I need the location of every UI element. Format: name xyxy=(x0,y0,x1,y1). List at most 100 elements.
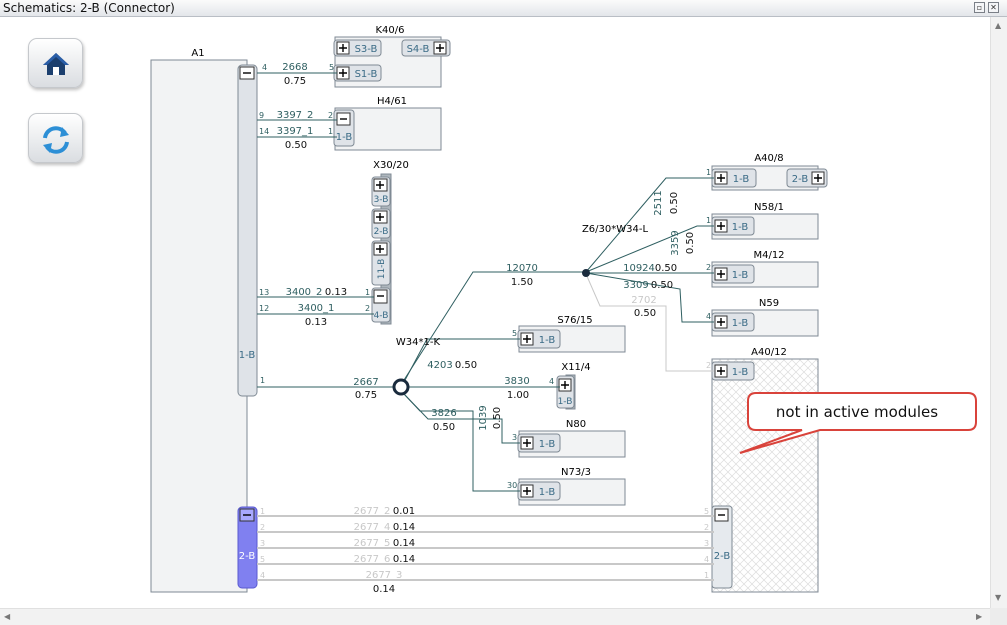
svg-text:5: 5 xyxy=(512,329,517,338)
svg-text:0.50: 0.50 xyxy=(655,263,677,274)
horizontal-scrollbar[interactable]: ◀ ▶ xyxy=(0,608,990,625)
connector-1b[interactable]: 1-B xyxy=(711,361,755,381)
svg-text:1-B: 1-B xyxy=(539,335,556,346)
svg-text:5: 5 xyxy=(329,63,334,72)
connector-1b[interactable]: 1-B xyxy=(556,375,575,409)
home-icon xyxy=(43,53,69,75)
wire-4203[interactable] xyxy=(403,338,520,383)
svg-text:S3-B: S3-B xyxy=(355,44,378,55)
vertical-scrollbar[interactable]: ▲ ▼ xyxy=(990,17,1007,608)
restore-button[interactable]: ▫ xyxy=(974,2,985,13)
wire-2702[interactable] xyxy=(585,273,714,372)
svg-text:3830: 3830 xyxy=(504,376,529,387)
component-s76-15[interactable]: S76/15 1-B xyxy=(517,315,626,353)
svg-text:0.01: 0.01 xyxy=(393,506,415,517)
callout-text: not in active modules xyxy=(776,403,938,421)
component-n58-1[interactable]: N58/1 1-B xyxy=(711,202,819,240)
svg-text:4: 4 xyxy=(706,312,711,321)
junction-z6-dot[interactable] xyxy=(582,269,590,277)
svg-text:0.50: 0.50 xyxy=(634,308,656,319)
junction-w34-label: W34*1-K xyxy=(396,337,441,348)
connector-1b[interactable]: 1-B xyxy=(711,312,755,332)
connector-1b[interactable]: 1-B xyxy=(711,264,755,284)
component-a40-12[interactable]: A40/12 1-B 2-B xyxy=(711,347,819,593)
component-h4-61[interactable]: H4/61 1-B xyxy=(333,96,442,151)
svg-text:4: 4 xyxy=(262,63,267,72)
wire-3826[interactable] xyxy=(403,393,520,492)
connector-1b[interactable]: 1-B xyxy=(711,168,757,188)
svg-text:1-B: 1-B xyxy=(732,270,749,281)
svg-text:0.13: 0.13 xyxy=(325,287,347,298)
component-n80[interactable]: N80 1-B xyxy=(517,419,626,458)
svg-text:9: 9 xyxy=(259,111,264,120)
connector-2b[interactable]: 2-B xyxy=(371,208,391,239)
component-x11-4[interactable]: X11/4 1-B xyxy=(556,362,591,410)
svg-text:3397_1: 3397_1 xyxy=(277,126,314,137)
connector-11b[interactable]: 11-B xyxy=(371,240,391,286)
active-wires xyxy=(257,72,714,492)
scroll-up-icon[interactable]: ▲ xyxy=(995,21,1002,30)
component-n73-3[interactable]: N73/3 1-B xyxy=(517,467,626,506)
connector-a1-2b[interactable]: 2-B xyxy=(237,506,258,589)
svg-text:2667: 2667 xyxy=(353,377,378,388)
svg-text:3400_2: 3400_2 xyxy=(286,287,323,298)
svg-text:30: 30 xyxy=(507,481,517,490)
component-k40-6[interactable]: K40/6 S3-B S4-B S1-B xyxy=(333,25,451,88)
connector-s3-b[interactable]: S3-B xyxy=(333,39,382,57)
svg-text:0.14: 0.14 xyxy=(373,584,395,595)
wire-3359[interactable] xyxy=(585,225,714,273)
junction-w34-ring[interactable] xyxy=(392,378,410,396)
svg-text:1-B: 1-B xyxy=(732,222,749,233)
connector-4b[interactable]: 4-B xyxy=(371,287,391,323)
component-label: X30/20 xyxy=(373,160,409,171)
junction-z6-label: Z6/30*W34-L xyxy=(582,224,649,235)
schematic-canvas: A1 1-B 2-B K40/6 S3-B S4-B xyxy=(150,25,977,595)
connector-s1-b[interactable]: S1-B xyxy=(333,64,382,82)
component-label: X11/4 xyxy=(561,362,590,373)
svg-text:5: 5 xyxy=(704,507,709,516)
svg-text:1: 1 xyxy=(704,571,709,580)
component-label: N58/1 xyxy=(754,202,784,213)
svg-text:0.75: 0.75 xyxy=(355,390,377,401)
scroll-right-icon[interactable]: ▶ xyxy=(976,612,983,621)
scroll-down-icon[interactable]: ▼ xyxy=(995,593,1002,602)
connector-1b[interactable]: 1-B xyxy=(517,481,561,501)
svg-text:1-B: 1-B xyxy=(732,318,749,329)
svg-text:0.50: 0.50 xyxy=(492,407,503,429)
svg-text:1-B: 1-B xyxy=(336,132,353,143)
component-a1[interactable]: A1 xyxy=(150,48,248,593)
home-button[interactable] xyxy=(28,38,83,88)
connector-1b[interactable]: 1-B xyxy=(517,433,561,453)
connector-h4-61-1b[interactable]: 1-B xyxy=(333,109,355,147)
component-m4-12[interactable]: M4/12 1-B xyxy=(711,250,819,288)
wire-2511[interactable] xyxy=(585,177,714,273)
component-a40-8[interactable]: A40/8 1-B 2-B xyxy=(711,153,828,191)
svg-text:2-B: 2-B xyxy=(792,174,809,185)
svg-text:S1-B: S1-B xyxy=(355,69,378,80)
connector-s4-b[interactable]: S4-B xyxy=(401,39,451,57)
svg-text:2511: 2511 xyxy=(653,190,664,215)
wire-12070[interactable] xyxy=(403,271,586,381)
connector-a1-1b[interactable]: 1-B xyxy=(237,64,258,397)
component-label: M4/12 xyxy=(753,250,784,261)
svg-text:2677_4: 2677_4 xyxy=(354,522,391,533)
component-label: N59 xyxy=(759,298,779,309)
connector-1b[interactable]: 1-B xyxy=(711,216,755,236)
close-button[interactable]: ✕ xyxy=(988,2,999,13)
svg-text:1-B: 1-B xyxy=(539,439,556,450)
scroll-left-icon[interactable]: ◀ xyxy=(4,612,11,621)
connector-2b[interactable]: 2-B xyxy=(711,505,733,589)
connector-2b[interactable]: 2-B xyxy=(786,168,828,188)
component-label: K40/6 xyxy=(375,25,404,36)
component-x30-20[interactable]: X30/20 3-B 2-B 11-B 4-B xyxy=(371,160,409,325)
svg-text:3359: 3359 xyxy=(670,230,681,255)
connector-3b[interactable]: 3-B xyxy=(371,176,391,207)
refresh-button[interactable] xyxy=(28,113,83,163)
connector-1b[interactable]: 1-B xyxy=(517,329,561,349)
component-label: A40/12 xyxy=(751,347,787,358)
wire-3309[interactable] xyxy=(585,272,714,323)
svg-text:2: 2 xyxy=(365,304,370,313)
svg-text:0.14: 0.14 xyxy=(393,538,415,549)
component-label: S76/15 xyxy=(557,315,592,326)
component-n59[interactable]: N59 1-B xyxy=(711,298,819,337)
